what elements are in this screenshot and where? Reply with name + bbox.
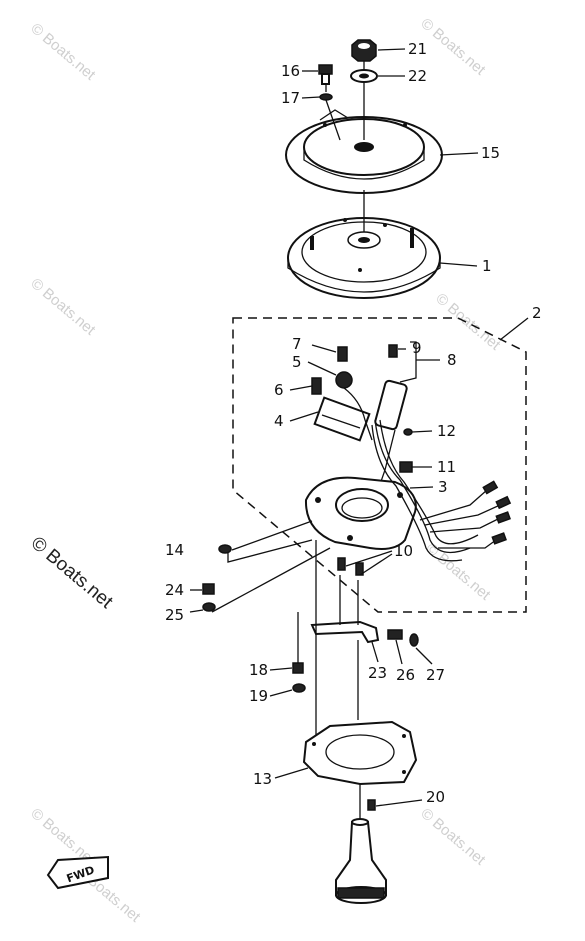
callout-7: 7 bbox=[292, 335, 302, 353]
part-11 bbox=[399, 461, 413, 473]
callout-21: 21 bbox=[408, 40, 427, 58]
link-23 bbox=[310, 620, 380, 644]
callout-26: 26 bbox=[396, 666, 415, 684]
fwd-arrow-icon: FWD bbox=[46, 855, 109, 890]
gasket bbox=[302, 720, 418, 786]
callout-6: 6 bbox=[274, 381, 284, 399]
washer-19 bbox=[292, 683, 306, 693]
callout-2: 2 bbox=[532, 304, 542, 322]
callout-9: 9 bbox=[412, 339, 422, 357]
lighting-coil bbox=[374, 344, 408, 491]
pin-12 bbox=[403, 428, 413, 436]
callout-20: 20 bbox=[426, 788, 445, 806]
callout-17: 17 bbox=[281, 89, 300, 107]
stator-base bbox=[304, 476, 417, 550]
crankshaft-cap bbox=[335, 784, 387, 904]
spring-26 bbox=[387, 629, 403, 640]
callout-23: 23 bbox=[368, 664, 387, 682]
callout-3: 3 bbox=[438, 478, 448, 496]
side-watermark: © Boats.net bbox=[27, 533, 117, 614]
callout-11: 11 bbox=[437, 458, 456, 476]
callout-16: 16 bbox=[281, 62, 300, 80]
watermark: © Boats.net bbox=[417, 805, 489, 869]
charge-coil bbox=[311, 346, 373, 442]
watermark: © Boats.net bbox=[432, 290, 504, 354]
watermark: © Boats.net bbox=[417, 15, 489, 79]
watermark: © Boats.net bbox=[27, 20, 99, 84]
bolt-16 bbox=[318, 64, 333, 85]
flywheel-cover bbox=[285, 109, 443, 194]
bolt-18 bbox=[292, 662, 304, 674]
callout-5: 5 bbox=[292, 353, 302, 371]
callout-12: 12 bbox=[437, 422, 456, 440]
callout-8: 8 bbox=[447, 351, 457, 369]
key-20 bbox=[367, 799, 376, 811]
wire-harness bbox=[371, 419, 512, 562]
part-27 bbox=[409, 633, 419, 647]
callout-27: 27 bbox=[426, 666, 445, 684]
watermark: © Boats.net bbox=[27, 275, 99, 339]
callout-19: 19 bbox=[249, 687, 268, 705]
axis-line bbox=[325, 99, 341, 141]
washer-25 bbox=[202, 602, 216, 612]
watermark: © Boats.net bbox=[422, 540, 494, 604]
screw-10 bbox=[355, 562, 364, 576]
callout-14: 14 bbox=[165, 541, 184, 559]
washer-17 bbox=[319, 93, 333, 101]
screw-14 bbox=[218, 544, 232, 554]
callout-22: 22 bbox=[408, 67, 427, 85]
leader-lines bbox=[189, 48, 529, 807]
callout-4: 4 bbox=[274, 412, 284, 430]
callouts: 21 22 16 17 15 1 2 7 5 9 8 6 4 12 11 3 1… bbox=[165, 40, 542, 806]
stator-assembly-boundary bbox=[232, 317, 527, 613]
callout-24: 24 bbox=[165, 581, 184, 599]
screw-10 bbox=[337, 557, 346, 571]
callout-15: 15 bbox=[481, 144, 500, 162]
callout-25: 25 bbox=[165, 606, 184, 624]
callout-18: 18 bbox=[249, 661, 268, 679]
bolt-24 bbox=[202, 583, 215, 595]
callout-10: 10 bbox=[394, 542, 413, 560]
callout-1: 1 bbox=[482, 257, 492, 275]
flywheel-nut bbox=[351, 39, 377, 62]
callout-13: 13 bbox=[253, 770, 272, 788]
